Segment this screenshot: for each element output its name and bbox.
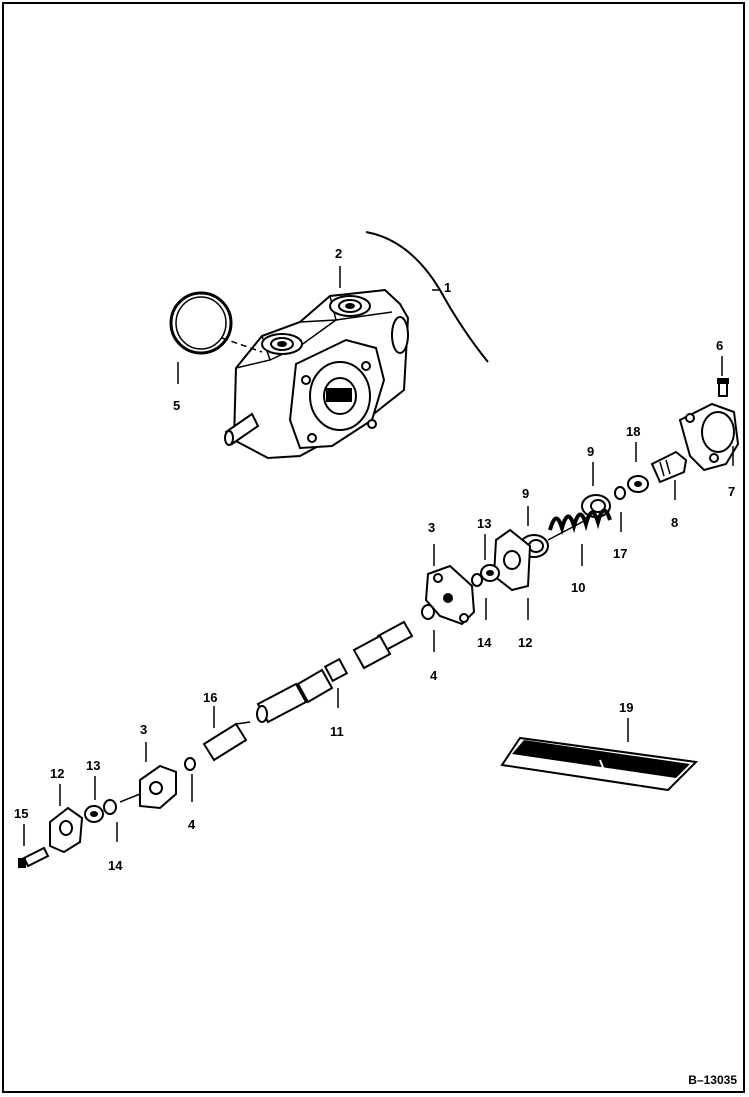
o-ring-lower (103, 799, 117, 815)
callout-3-upper: 3 (428, 520, 435, 535)
callout-6: 6 (716, 338, 723, 353)
callout-4-upper: 4 (430, 668, 438, 683)
end-cap (678, 402, 740, 472)
valve-body (224, 288, 410, 460)
callout-9-lower: 9 (522, 486, 529, 501)
callout-13-lower: 13 (86, 758, 100, 773)
callout-15: 15 (14, 806, 28, 821)
callout-19: 19 (619, 700, 633, 715)
callout-18: 18 (626, 424, 640, 439)
bolt-part (717, 378, 729, 397)
callout-3-lower: 3 (140, 722, 147, 737)
callout-14-lower: 14 (108, 858, 123, 873)
callout-12-lower: 12 (50, 766, 64, 781)
callout-1: 1 (444, 280, 451, 295)
callout-7: 7 (728, 484, 735, 499)
callout-5: 5 (173, 398, 180, 413)
plate-upper (492, 528, 532, 592)
seal-kit-part (500, 736, 699, 792)
plug-part (202, 721, 251, 762)
callout-10: 10 (571, 580, 585, 595)
o-ring-4-upper (421, 604, 435, 620)
callout-4-lower: 4 (188, 817, 196, 832)
ring-part (614, 486, 626, 500)
adapter-part (650, 450, 688, 484)
callout-12-upper: 12 (518, 635, 532, 650)
callout-17: 17 (613, 546, 627, 561)
callout-8: 8 (671, 515, 678, 530)
callout-11: 11 (330, 724, 344, 739)
o-ring-4-lower (184, 757, 196, 771)
callout-13-upper: 13 (477, 516, 491, 531)
assembly-line (221, 337, 263, 353)
callout-16: 16 (203, 690, 217, 705)
spool-part (256, 620, 414, 724)
leader-lines (23, 266, 734, 846)
o-ring-part (169, 291, 233, 355)
plate-lower (49, 806, 84, 854)
screw-part (18, 846, 50, 868)
figure-code: B–13035 (688, 1073, 737, 1087)
flange-lower (139, 764, 177, 810)
spring-part (547, 508, 612, 541)
flange-upper (424, 564, 476, 626)
callout-9-upper: 9 (587, 444, 594, 459)
o-ring-upper (471, 573, 483, 587)
callout-14-upper: 14 (477, 635, 492, 650)
callout-2: 2 (335, 246, 342, 261)
